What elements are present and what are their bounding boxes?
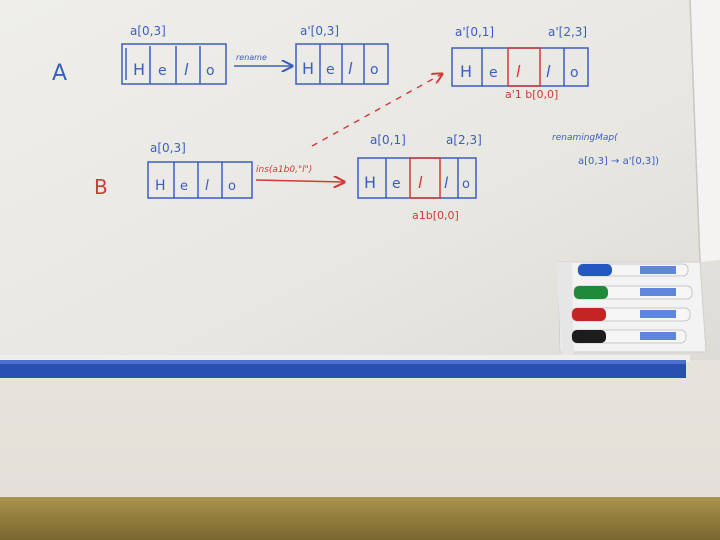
marker-blue[interactable] — [577, 263, 689, 277]
row-a-box3-cell-3: l — [516, 62, 521, 81]
rename-label: rename — [236, 53, 267, 62]
row-a-box2-cell-2: e — [326, 62, 335, 78]
row-b-box2-cell-4: l — [444, 174, 449, 192]
row-a-box2-cell-3: l — [348, 59, 353, 78]
whiteboard: A a[0,3] H e l o rename a'[0,3] H e l o … — [0, 0, 720, 378]
row-b-box2-cell-5: o — [462, 177, 470, 192]
row-b-box2-cell-3: l — [418, 173, 423, 192]
row-b-box2 — [357, 157, 477, 199]
row-b-box2-red-caption: a1b[0,0] — [412, 209, 459, 222]
row-a-box3 — [451, 47, 589, 87]
row-a-box2 — [295, 43, 389, 85]
whiteboard-drawing: A a[0,3] H e l o rename a'[0,3] H e l o … — [0, 0, 720, 378]
row-a-box3-left-caption: a'[0,1] — [455, 25, 494, 39]
row-b-box1-cell-4: o — [228, 179, 236, 194]
row-a-box1-cell-2: e — [158, 63, 167, 79]
row-b-label: B — [94, 175, 108, 199]
row-a-box1-cell-4: o — [206, 63, 215, 79]
row-a-box2-cell-4: o — [370, 62, 379, 78]
row-b-box1-cell-3: l — [205, 178, 209, 194]
row-a-label: A — [52, 61, 67, 86]
row-b-box2-right-caption: a[2,3] — [446, 133, 482, 147]
row-a-box1 — [121, 43, 227, 85]
floor-trim — [0, 497, 720, 540]
insert-label: ins(a1b0,"l") — [256, 165, 312, 175]
row-b-box2-left-caption: a[0,1] — [370, 133, 406, 147]
row-b-box2-cell-1: H — [364, 173, 376, 192]
marker-black[interactable] — [571, 329, 687, 344]
row-a-box3-cell-4: l — [546, 62, 551, 81]
marker-red[interactable] — [571, 307, 691, 322]
row-a-box3-red-caption: a'1 b[0,0] — [505, 88, 558, 101]
row-a-box2-cell-1: H — [302, 59, 314, 78]
renaming-map-line2: a[0,3] → a'[0,3]) — [578, 156, 659, 167]
row-a-box1-cell-1: H — [133, 60, 145, 79]
row-a-box3-cell-2: e — [489, 65, 498, 81]
dashed-transform-arrow — [311, 74, 442, 147]
marker-green[interactable] — [573, 285, 693, 300]
board-tray — [0, 355, 690, 378]
row-a-box1-cell-3: l — [184, 60, 189, 79]
row-a-box3-cell-1: H — [460, 62, 472, 81]
row-b-box2-cell-2: e — [392, 176, 401, 192]
row-b-box1-cell-2: e — [180, 179, 188, 194]
row-a-box3-cell-5: o — [570, 65, 579, 81]
row-b-box1 — [147, 161, 253, 199]
insert-arrow — [255, 180, 344, 182]
row-a-box1-caption: a[0,3] — [130, 24, 166, 38]
row-b-box1-cell-1: H — [155, 178, 166, 194]
row-b-box1-caption: a[0,3] — [150, 141, 186, 155]
renaming-map-line1: renamingMap( — [552, 133, 618, 143]
row-a-box3-right-caption: a'[2,3] — [548, 25, 587, 39]
row-a-box2-caption: a'[0,3] — [300, 24, 339, 38]
